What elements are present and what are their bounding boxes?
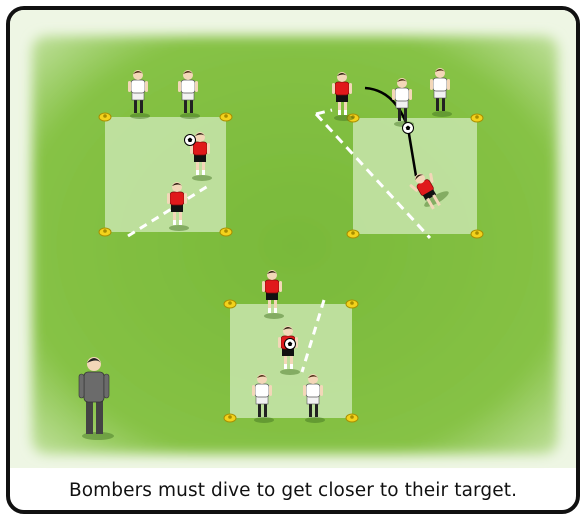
cone-icon (471, 230, 483, 238)
cone-icon (347, 230, 359, 238)
ball-icon (285, 339, 296, 350)
cone-icon (220, 228, 232, 236)
cone-icon (220, 113, 232, 121)
ball-icon (185, 135, 196, 146)
cone-icon (346, 414, 358, 422)
diagram-frame: Bombers must dive to get closer to their… (6, 6, 580, 514)
cone-icon (471, 114, 483, 122)
cone-icon (224, 414, 236, 422)
cone-icon (346, 300, 358, 308)
cone-icon (99, 228, 111, 236)
ball-icon (403, 123, 414, 134)
field-drawing (10, 10, 576, 510)
caption: Bombers must dive to get closer to their… (10, 480, 576, 501)
cone-icon (99, 113, 111, 121)
cone-icon (224, 300, 236, 308)
